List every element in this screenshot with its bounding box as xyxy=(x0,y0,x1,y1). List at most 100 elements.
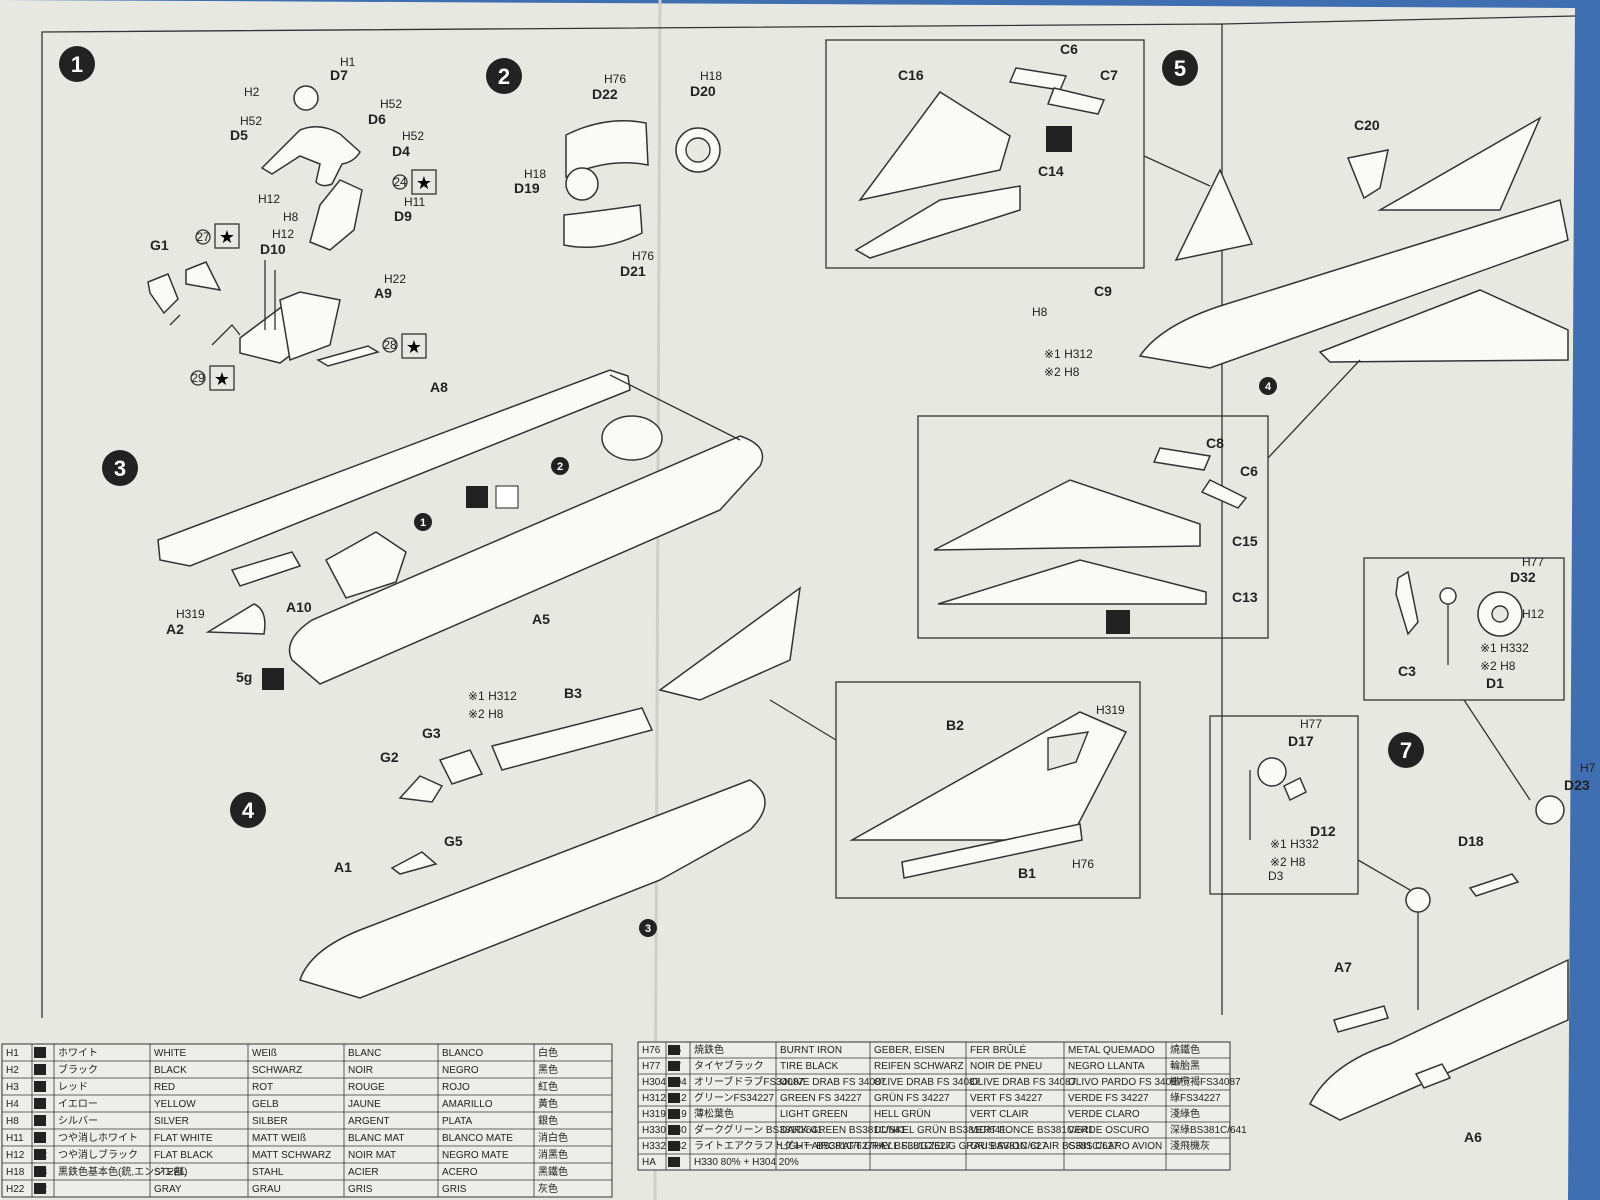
table-cell: 330 xyxy=(670,1125,687,1136)
table-cell: BLANC MAT xyxy=(348,1133,405,1144)
ref-1: 1 xyxy=(420,517,426,529)
table-cell: JAUNE xyxy=(348,1099,381,1110)
center-fold xyxy=(653,0,662,1200)
table-cell: VERT FS 34227 xyxy=(970,1093,1043,1104)
wing-C13 xyxy=(937,559,1207,605)
paint-code-box xyxy=(34,1115,46,1126)
label-G1: G1 xyxy=(150,237,169,253)
label-27: 27 xyxy=(196,230,210,244)
table-cell: NEGRO xyxy=(442,1065,479,1076)
table-cell: OLIVO PARDO FS 34087 xyxy=(1068,1077,1183,1088)
fuselage-assembled xyxy=(299,779,766,999)
paint-swatch-c13 xyxy=(1106,610,1130,634)
label-A1: A1 xyxy=(334,859,352,875)
label-D10: D10 xyxy=(260,241,286,257)
ejection-seat xyxy=(309,179,363,251)
table-cell: BLANCO xyxy=(442,1048,483,1059)
fin-B1 xyxy=(901,823,1083,879)
aircraft-upper-wing xyxy=(1174,168,1254,262)
pilot-figure xyxy=(260,126,361,187)
step-3: 3 A8 2 1 H319 A2 A10 A5 5g xyxy=(102,369,764,690)
table-cell: 黑鐵色 xyxy=(538,1165,568,1178)
label-C16: C16 xyxy=(898,67,924,83)
disc-D19 xyxy=(565,167,599,201)
table-cell: 消白色 xyxy=(538,1131,568,1144)
table-cell: RED xyxy=(154,1082,175,1093)
table-cell: 灰色 xyxy=(538,1182,558,1195)
table-cell: FER BRÛLÉ xyxy=(970,1043,1026,1056)
label-D32: D32 xyxy=(1510,569,1536,585)
label-C7: C7 xyxy=(1100,67,1118,83)
label-H18-a: H18 xyxy=(700,69,722,83)
table-cell: ROJO xyxy=(442,1082,470,1093)
label-D1: D1 xyxy=(1486,675,1504,691)
table-cell: BLACK xyxy=(154,1065,187,1076)
door-D18 xyxy=(1468,873,1520,897)
note-H8: ※2 H8 xyxy=(1480,659,1516,673)
label-C20: C20 xyxy=(1354,117,1380,133)
table-cell: タイヤブラック xyxy=(694,1059,764,1072)
step-1: 1 H1 D7 H2 H52 D6 H52 D5 H52 D4 24 ★ H12… xyxy=(59,46,437,391)
label-D6: D6 xyxy=(368,111,386,127)
step-2-number: 2 xyxy=(498,64,510,89)
table-cell: GRIS AVION CLAIR BS381C/627 xyxy=(970,1141,1119,1152)
part-G1 xyxy=(147,273,179,315)
table-cell: DUNKEL GRÜN BS381C/641 xyxy=(874,1124,1006,1136)
table-cell: STAHL xyxy=(252,1167,284,1178)
table-cell: H3 xyxy=(6,1082,19,1093)
table-cell: 2 xyxy=(36,1065,42,1076)
star-icon: ★ xyxy=(214,369,230,389)
table-cell: WHITE xyxy=(154,1048,187,1059)
table-cell: 319 xyxy=(670,1109,687,1120)
label-D20: D20 xyxy=(690,83,716,99)
paint-swatch-mixed xyxy=(495,485,519,509)
table-cell: ACIER xyxy=(348,1167,379,1178)
table-cell: H2 xyxy=(6,1065,19,1076)
label-D9: D9 xyxy=(394,208,412,224)
label-24: 24 xyxy=(393,175,407,189)
label-H18-b: H18 xyxy=(524,167,546,181)
star-decal-29 xyxy=(209,365,235,391)
engine-part xyxy=(601,415,663,461)
label-D18: D18 xyxy=(1458,833,1484,849)
table-cell: シルバー xyxy=(58,1115,98,1127)
canopy-G3 xyxy=(438,749,484,785)
table-cell: TIRE BLACK xyxy=(780,1061,839,1072)
step-2-badge xyxy=(486,58,522,94)
cockpit-panel-A9 xyxy=(279,291,341,362)
table-cell: 12 xyxy=(36,1150,48,1161)
ref-4: 4 xyxy=(1265,381,1272,393)
label-D7: D7 xyxy=(330,67,348,83)
label-H52-b: H52 xyxy=(240,114,262,128)
label-C15: C15 xyxy=(1232,533,1258,549)
paint-code-box xyxy=(668,1077,680,1087)
table-cell: STEEL xyxy=(154,1167,186,1178)
table-cell: FLAT WHITE xyxy=(154,1133,213,1144)
label-C6-a: C6 xyxy=(1060,41,1078,57)
label-H52-a: H52 xyxy=(380,97,402,111)
label-H8: H8 xyxy=(283,210,299,224)
table-cell: OLIVE DRAB FS 34087 xyxy=(874,1077,981,1088)
nose-gear-detail-box xyxy=(1209,715,1359,895)
paint-code-box xyxy=(34,1183,46,1194)
table-cell: H312 xyxy=(642,1093,666,1104)
table-cell: 焼鉄色 xyxy=(694,1043,724,1056)
label-H12-b: H12 xyxy=(272,227,294,241)
door-D12 xyxy=(1283,776,1307,802)
label-D23: D23 xyxy=(1564,777,1590,793)
decal-27-shape xyxy=(185,261,222,291)
table-cell: 76 xyxy=(670,1045,682,1056)
paint-code-box xyxy=(668,1061,680,1071)
paint-code-box xyxy=(34,1064,46,1075)
label-C3: C3 xyxy=(1398,663,1416,679)
table-cell: H4 xyxy=(6,1099,19,1110)
decal-24-circle xyxy=(392,174,408,190)
table-cell: GREEN FS 34227 xyxy=(780,1093,862,1104)
label-D12: D12 xyxy=(1310,823,1336,839)
star-decal-24 xyxy=(411,169,437,195)
label-B3: B3 xyxy=(564,685,582,701)
paint-code-box xyxy=(34,1081,46,1092)
label-weight: 5g xyxy=(236,669,252,685)
table-cell: H18 xyxy=(6,1167,25,1178)
table-cell: PLATA xyxy=(442,1116,473,1127)
